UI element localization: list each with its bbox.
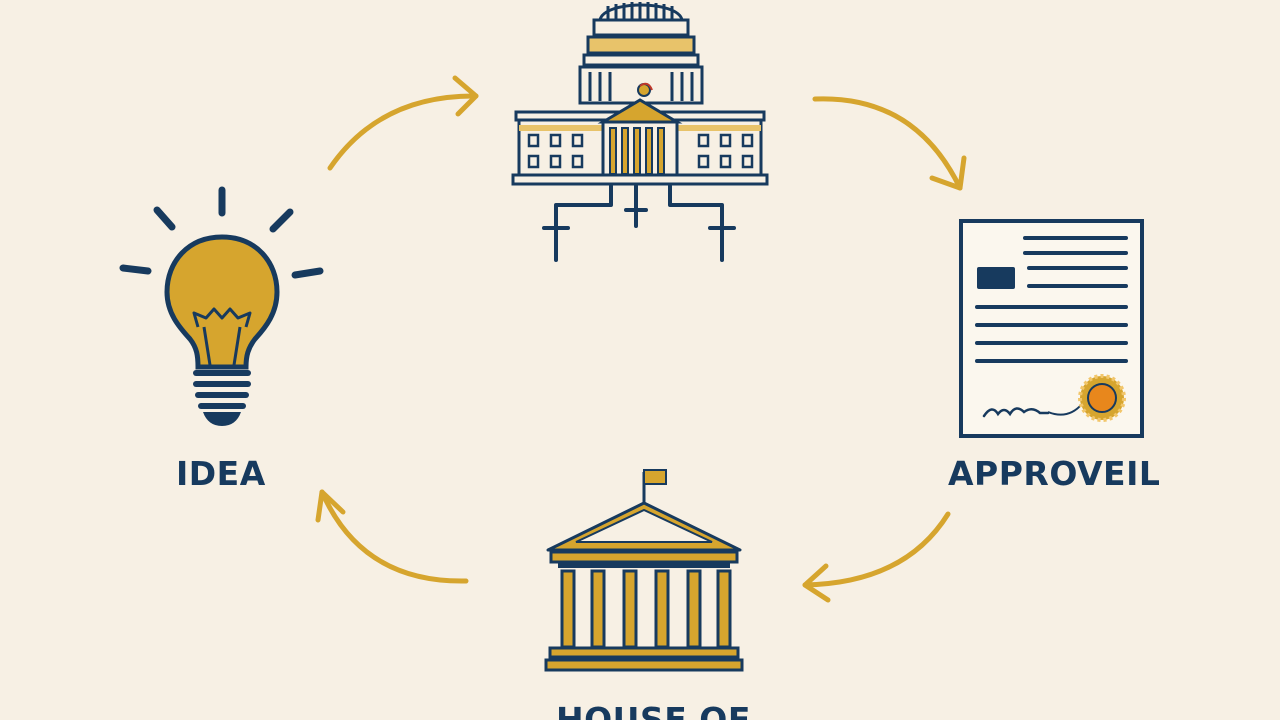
house-of-label: HOUSE OF — [556, 700, 751, 720]
signed-document-icon — [959, 219, 1144, 438]
arrow-house-to-idea — [315, 489, 469, 584]
arrow-approveil-to-house — [802, 511, 951, 603]
arrow-capitol-to-approveil — [812, 96, 967, 191]
lightbulb-icon — [119, 186, 324, 426]
government-building-icon — [544, 469, 744, 672]
arrow-idea-to-capitol — [327, 75, 479, 171]
approveil-label: APPROVEIL — [948, 454, 1161, 493]
idea-label: IDEA — [176, 454, 266, 493]
capitol-building-icon — [511, 2, 769, 262]
